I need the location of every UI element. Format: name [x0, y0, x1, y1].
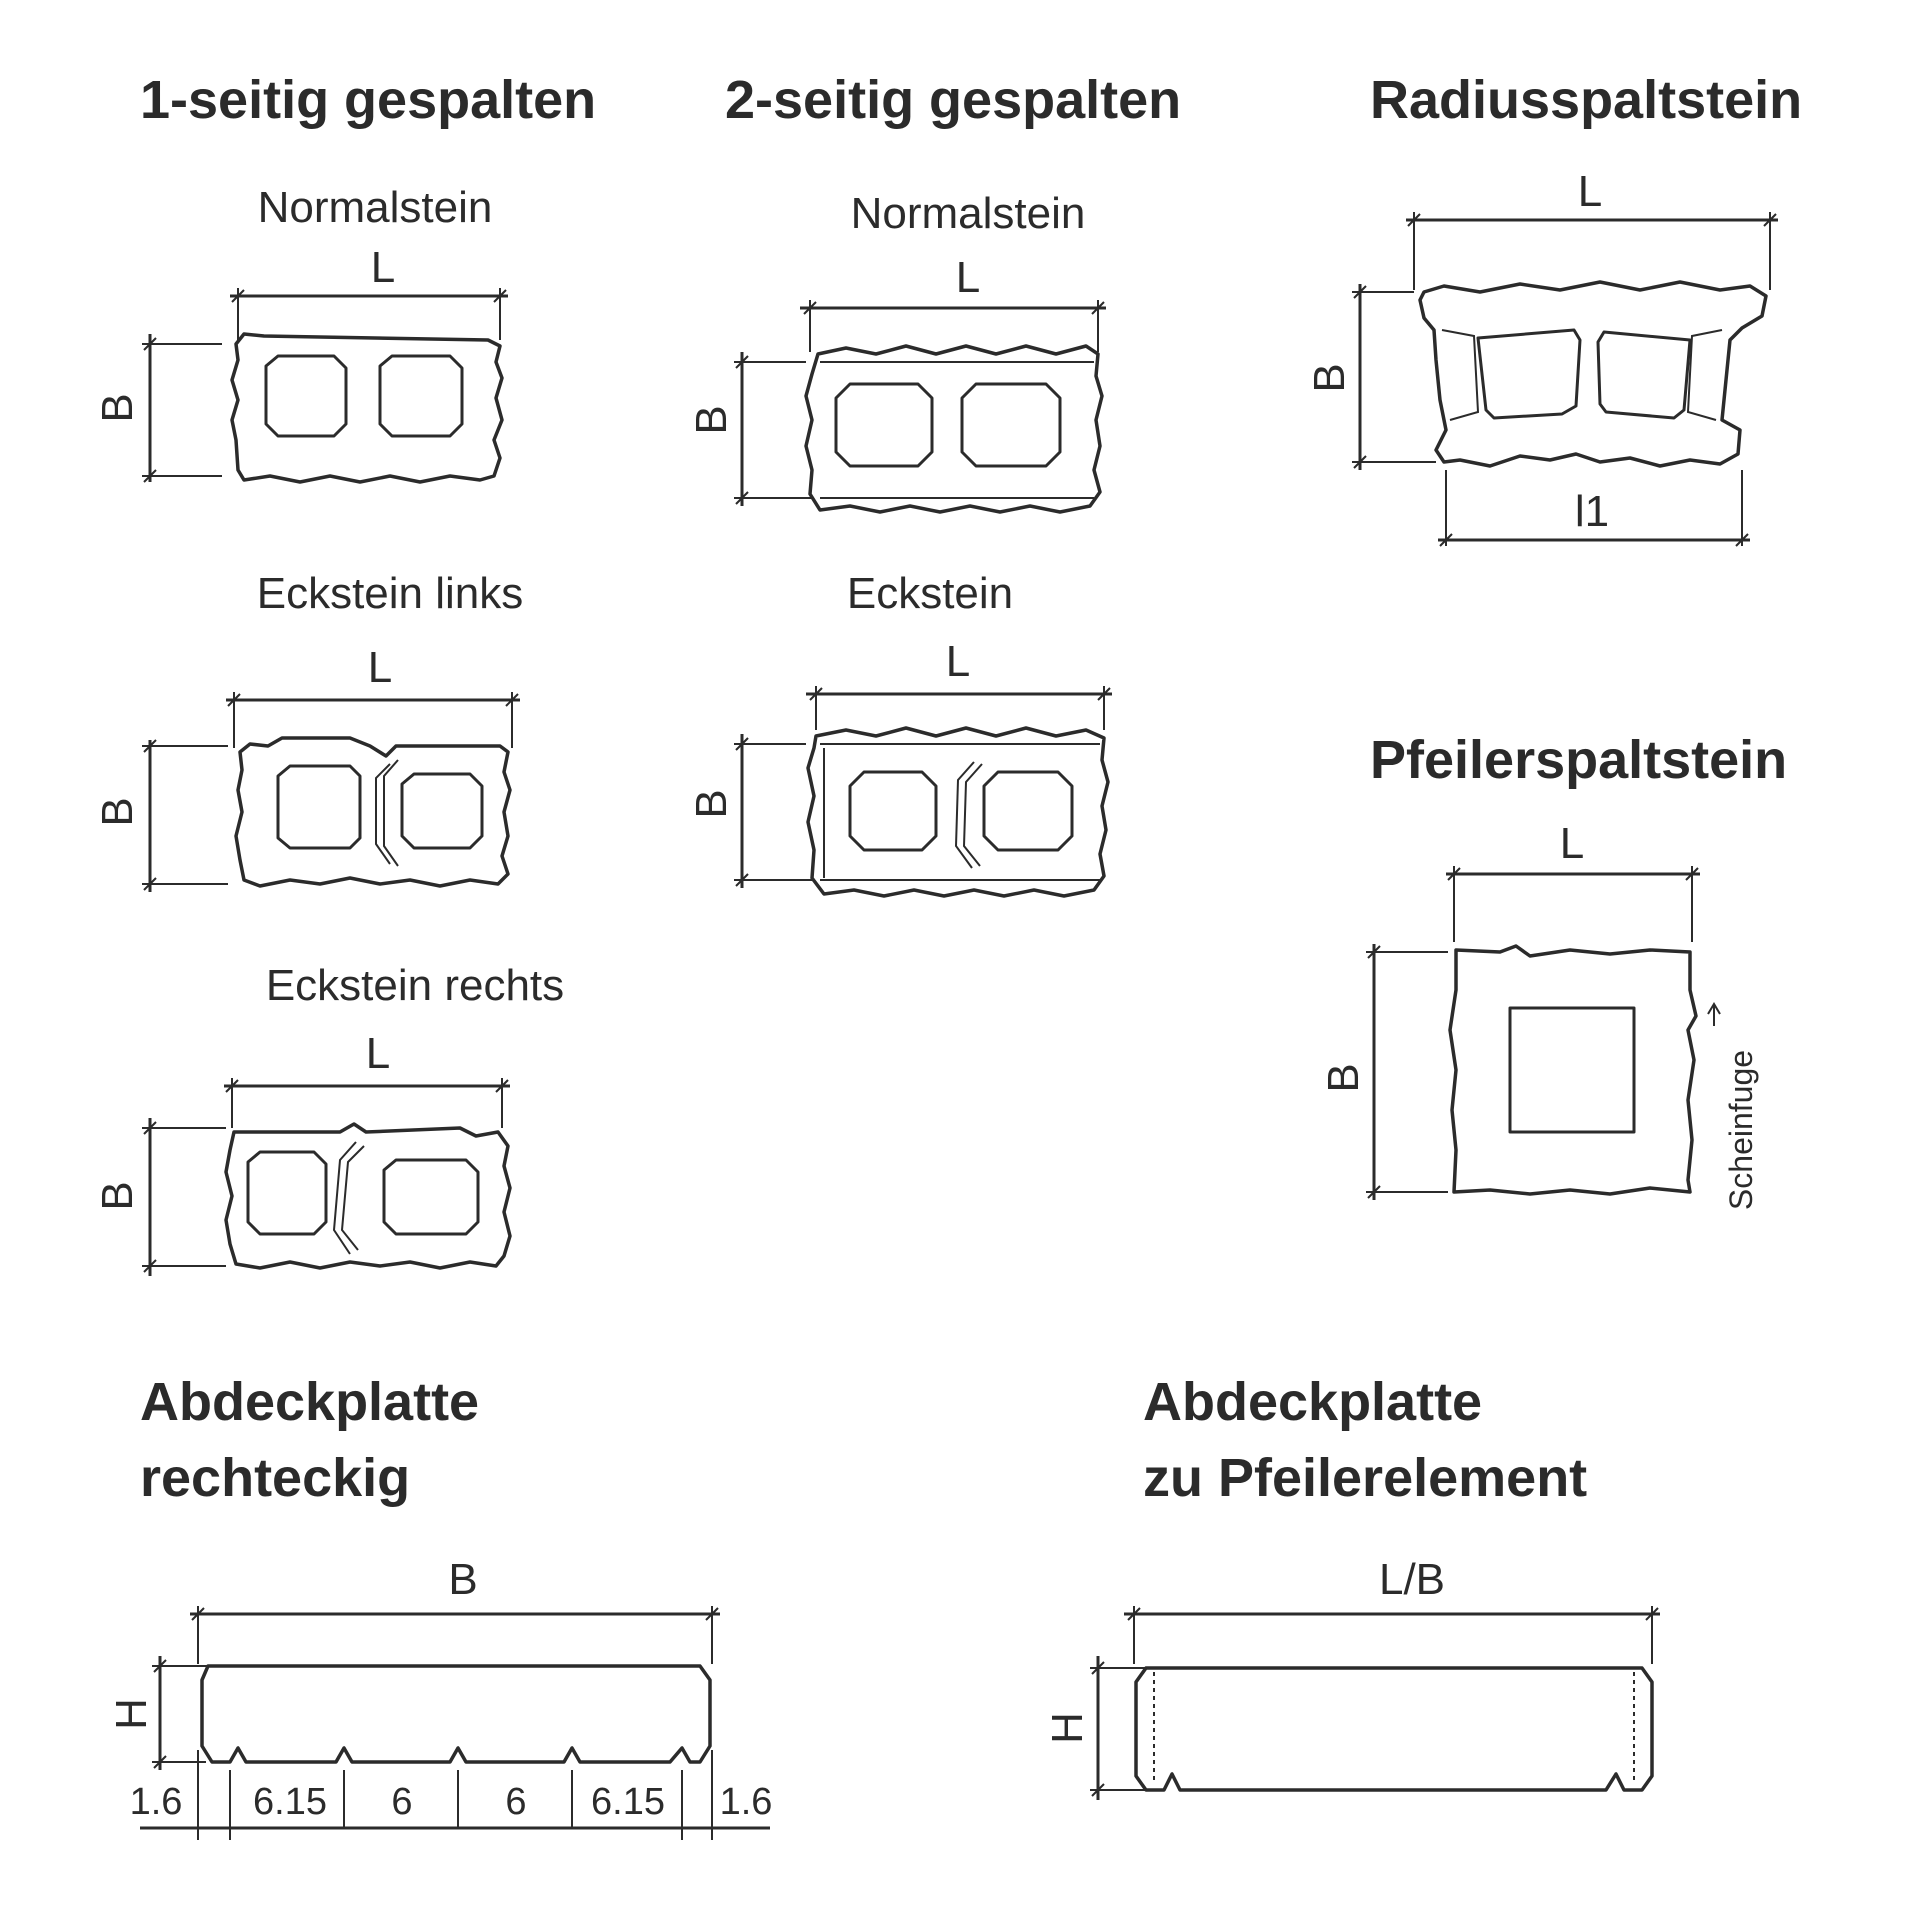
note-scheinfuge: Scheinfuge — [1723, 1050, 1759, 1210]
dim-B-eckstein-links: B — [93, 797, 142, 826]
block-pfeilerspaltstein: L B Scheinfuge — [1319, 819, 1759, 1210]
block-1-seitig-normalstein: Normalstein L B — [93, 183, 508, 484]
dim-abdeck-1: 1.6 — [130, 1781, 183, 1823]
dim-L-normal-1: L — [371, 243, 395, 292]
dim-l1-radius: l1 — [1575, 487, 1609, 536]
heading-2-seitig: 2-seitig gespalten — [725, 70, 1181, 130]
dim-H-abdeck-rect: H — [107, 1698, 156, 1730]
dim-B-eckstein-rechts: B — [93, 1181, 142, 1210]
dim-L-pfeiler: L — [1560, 819, 1584, 868]
heading-abdeckplatte-rechteckig-line1: Abdeckplatte — [140, 1372, 479, 1432]
dim-B-eckstein-2: B — [687, 789, 736, 818]
block-abdeckplatte-pfeiler: L/B H — [1043, 1555, 1660, 1800]
block-1-seitig-eckstein-links: Eckstein links L B — [93, 569, 523, 892]
dim-L-radius: L — [1578, 167, 1602, 216]
label-eckstein-links: Eckstein links — [257, 569, 524, 618]
heading-abdeckplatte-pfeiler-line1: Abdeckplatte — [1143, 1372, 1482, 1432]
dim-L-normal-2: L — [956, 253, 980, 302]
dim-L-eckstein-2: L — [946, 637, 970, 686]
dim-B-normal-2: B — [687, 405, 736, 434]
dim-B-abdeck-rect: B — [448, 1555, 477, 1604]
heading-pfeilerspaltstein: Pfeilerspaltstein — [1370, 730, 1787, 790]
block-1-seitig-eckstein-rechts: Eckstein rechts L B — [93, 961, 564, 1276]
dim-L-eckstein-rechts: L — [366, 1029, 390, 1078]
heading-abdeckplatte-rechteckig-line2: rechteckig — [140, 1448, 410, 1508]
dim-abdeck-2: 6.15 — [253, 1781, 327, 1823]
block-2-seitig-normalstein: Normalstein L B — [687, 189, 1106, 514]
label-normalstein-2: Normalstein — [851, 189, 1086, 238]
dim-L-eckstein-links: L — [368, 643, 392, 692]
dim-LB-abdeck-pfeiler: L/B — [1379, 1555, 1445, 1604]
heading-radiusspaltstein: Radiusspaltstein — [1370, 70, 1802, 130]
label-normalstein-1: Normalstein — [258, 183, 493, 232]
heading-abdeckplatte-pfeiler-line2: zu Pfeilerelement — [1143, 1448, 1587, 1508]
block-2-seitig-eckstein: Eckstein L B — [687, 569, 1112, 898]
dim-abdeck-4: 6 — [505, 1781, 526, 1823]
dim-H-abdeck-pfeiler: H — [1043, 1712, 1092, 1744]
dim-abdeck-5: 6.15 — [591, 1781, 665, 1823]
pfeiler-core — [1508, 1006, 1636, 1134]
block-abdeckplatte-rechteckig: B H 1.6 6.15 6 6 6.15 1.6 — [107, 1555, 772, 1840]
dim-B-radius: B — [1305, 363, 1354, 392]
dim-B-normal-1: B — [93, 393, 142, 422]
dim-B-pfeiler: B — [1319, 1063, 1368, 1092]
heading-1-seitig: 1-seitig gespalten — [140, 70, 596, 130]
dim-abdeck-6: 1.6 — [720, 1781, 773, 1823]
block-radiusspaltstein: L B l1 — [1305, 167, 1778, 547]
dim-abdeck-3: 6 — [391, 1781, 412, 1823]
label-eckstein: Eckstein — [847, 569, 1013, 618]
label-eckstein-rechts: Eckstein rechts — [266, 961, 564, 1010]
